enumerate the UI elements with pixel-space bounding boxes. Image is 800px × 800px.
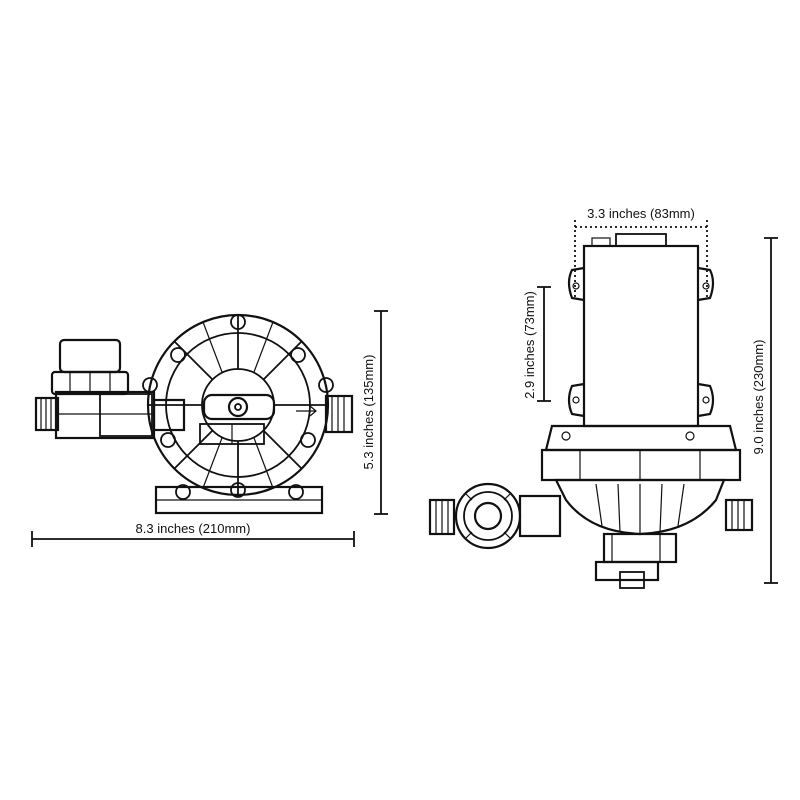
- front-left-inlet-fitting: [34, 390, 156, 440]
- side-motor-height-dimension-line: [537, 286, 551, 402]
- side-right-outlet-fitting: [724, 498, 754, 532]
- front-height-label: 5.3 inches (135mm): [361, 355, 376, 470]
- front-width-label: 8.3 inches (210mm): [136, 521, 251, 536]
- pump-front-view: [34, 313, 354, 515]
- side-motor-height-label: 2.9 inches (73mm): [522, 291, 537, 399]
- side-top-width-label: 3.3 inches (83mm): [587, 206, 695, 221]
- side-left-inlet-fitting: [428, 482, 562, 550]
- front-connector: [152, 398, 186, 432]
- side-total-height-label: 9.0 inches (230mm): [751, 340, 766, 455]
- side-flange: [540, 424, 742, 482]
- side-total-height-dimension-line: [764, 237, 778, 584]
- side-pump-head: [554, 478, 726, 536]
- pump-side-view: [428, 233, 754, 589]
- front-pump-head: [142, 313, 334, 500]
- front-height-dimension-line: [374, 310, 388, 515]
- side-base: [594, 532, 678, 589]
- side-top-width-dimension-line: [574, 220, 708, 300]
- front-width-dimension-line: [31, 531, 355, 547]
- front-right-outlet-fitting: [324, 394, 354, 434]
- side-motor: [567, 233, 715, 428]
- front-strainer: [50, 338, 130, 396]
- front-base: [154, 485, 324, 515]
